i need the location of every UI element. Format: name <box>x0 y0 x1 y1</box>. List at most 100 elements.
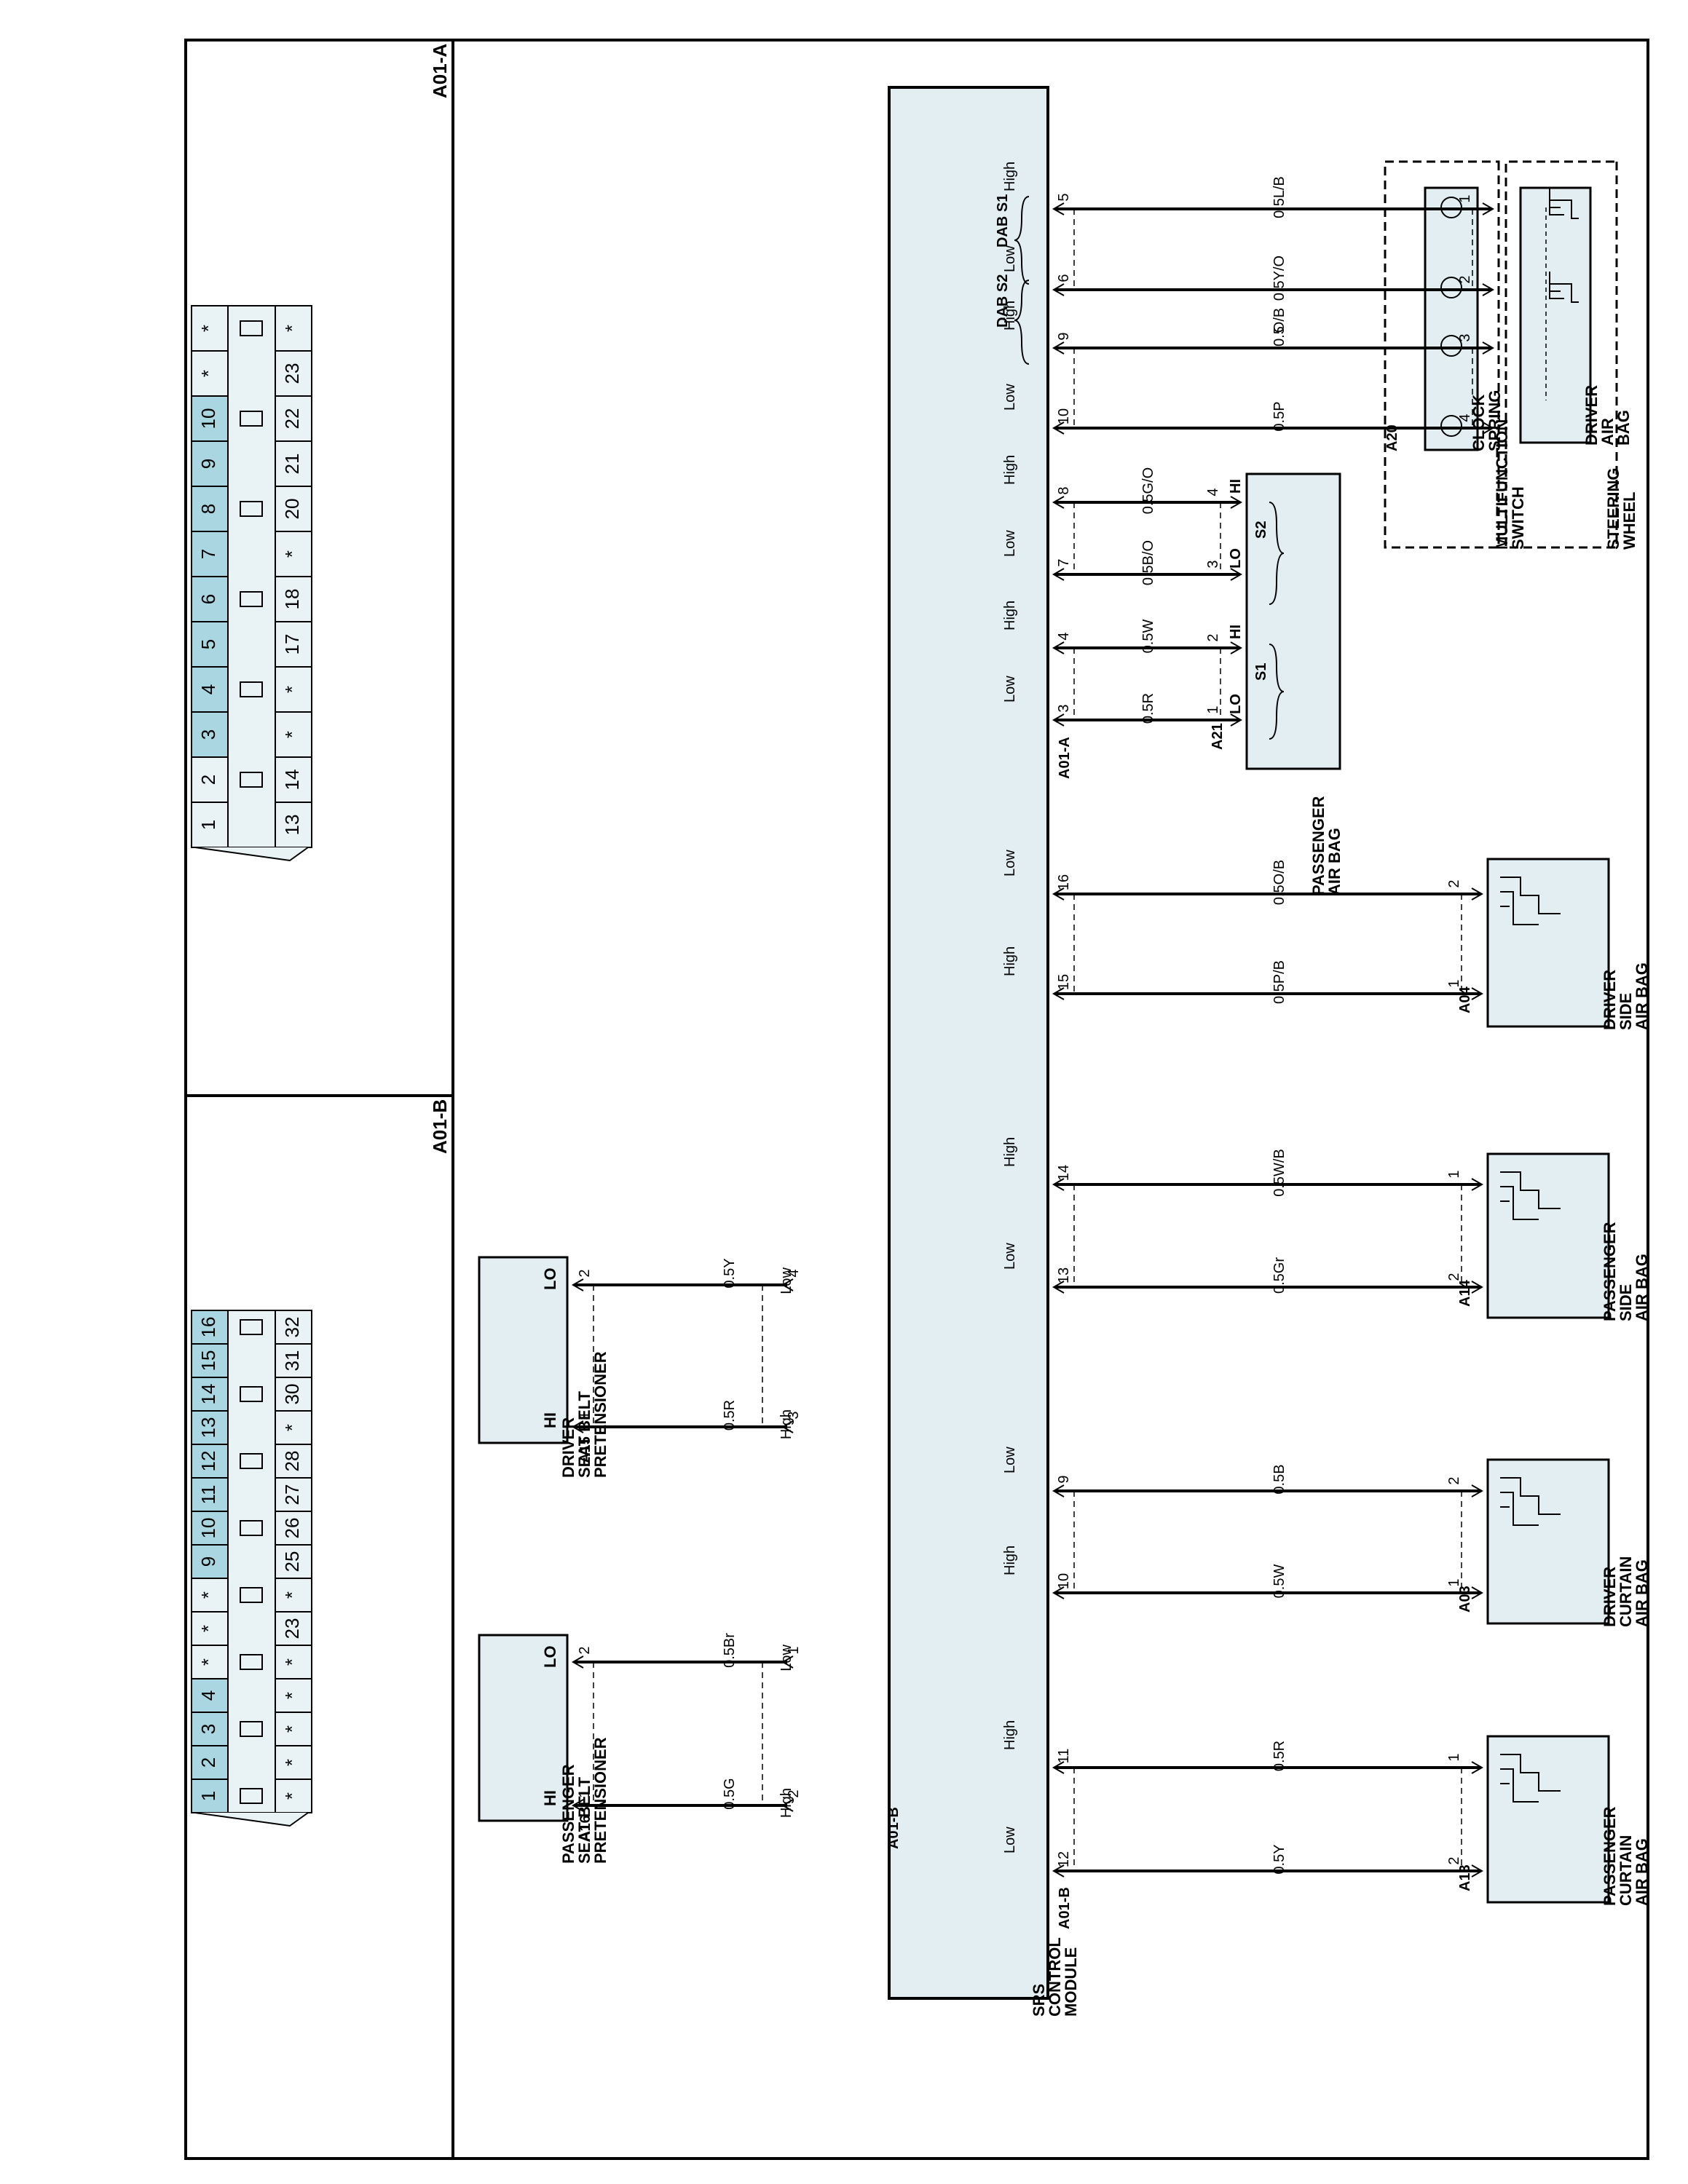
clock-spring-coil-3 <box>1440 335 1462 357</box>
signal-pab_2: High <box>1002 601 1018 630</box>
clock-spring-coil-2 <box>1440 277 1462 298</box>
module-terminal-a20_1 <box>1052 202 1065 215</box>
comp-pin-dcab_1: 1 <box>1446 1578 1462 1586</box>
s2-brace <box>1269 502 1285 605</box>
passenger-pretensioner: LO HI PASSENGER SEAT BELT PRETENSIONER A… <box>478 1634 610 1864</box>
comp-pin-psab_2: 2 <box>1446 1273 1462 1281</box>
a01b-bottom-pin-label-2: 30 <box>281 1384 303 1405</box>
term-pab_2: HI <box>1228 625 1244 639</box>
signal-psab_2: Low <box>1002 1243 1018 1270</box>
driver-pretensioner-hi-term: HI <box>541 1412 559 1428</box>
module-terminal-dsab_2 <box>1052 887 1065 901</box>
passenger-curtain-air-bag-squib <box>1500 1754 1561 1803</box>
a01a-bottom-pin-label-2: 22 <box>281 408 303 430</box>
passenger-pretensioner-label-3: PRETENSIONER <box>591 1737 610 1864</box>
a01b-latch-0 <box>240 1319 263 1335</box>
a01a-latch-4 <box>240 501 263 517</box>
comp-terminal-dsab_1 <box>1471 987 1484 1000</box>
passenger-pretensioner-label-2: SEAT BELT <box>575 1776 593 1864</box>
signal-dcab_1: High <box>1002 1546 1018 1575</box>
connector-a03: A03 <box>1457 1586 1473 1613</box>
module-pin-a20_2: 6 <box>1056 274 1072 282</box>
module-terminal-a20_4 <box>1052 422 1065 435</box>
a01b-bottom-pin-label-3: * <box>281 1424 303 1431</box>
connector-view-a01b: A01-B 161514131211109***4321323130*28272… <box>191 1099 451 1827</box>
comp-pin-pcab_1: 1 <box>1446 1753 1462 1761</box>
clock-spring-coil-4 <box>1440 415 1462 437</box>
a01b-latch-12 <box>240 1721 263 1737</box>
multifunction-switch-outline <box>1384 160 1500 549</box>
comp-pin-pcab_2: 2 <box>1446 1856 1462 1864</box>
a01b-top-pin-label-13: 2 <box>197 1757 219 1768</box>
driver-pretensioner-label-2: SEAT BELT <box>575 1390 593 1478</box>
comp-terminal-pab_3 <box>1230 568 1243 581</box>
signal-dsab_2: Low <box>1002 850 1018 877</box>
passenger-air-bag-label-2: AIR BAG <box>1325 828 1344 895</box>
a01b-latch-2 <box>240 1386 263 1402</box>
wire-color-ppt_1: 0.5G <box>722 1778 738 1809</box>
module-terminal-pab_1 <box>1052 713 1065 727</box>
outer-border <box>184 39 1649 2160</box>
frame <box>184 39 1649 2160</box>
wire-color-pcab_1: 0.5R <box>1271 1741 1287 1771</box>
wire-color-a20_3-b: O/B <box>1271 308 1287 333</box>
signal-a20_1: High <box>1002 162 1018 191</box>
signal-pab_4: High <box>1002 455 1018 485</box>
signal-a20_4: Low <box>1002 384 1018 411</box>
driver-pretensioner-body <box>478 1256 569 1444</box>
wire-color-pab_3: 0.5B/O <box>1140 540 1156 585</box>
group-s1: S1 <box>1253 663 1269 681</box>
driver-side-air-bag-squib <box>1500 877 1561 925</box>
comp-terminal-a20_2 <box>1482 283 1495 296</box>
a01a-latch-0 <box>240 320 263 336</box>
driver-curtain-air-bag-body <box>1486 1458 1610 1625</box>
comp-pin-pab_2: 2 <box>1205 633 1221 641</box>
dab-s1-brace <box>1014 196 1030 285</box>
a01b-bottom-pin-label-12: * <box>281 1725 303 1733</box>
a01b-bottom-pin-label-5: 27 <box>281 1484 303 1506</box>
a01b-key-tab <box>194 1812 309 1827</box>
srs-control-module: SRS CONTROL MODULE <box>888 86 1080 2017</box>
passenger-side-air-bag-label-2: SIDE <box>1617 1284 1635 1321</box>
module-pin-psab_1: 14 <box>1056 1165 1072 1181</box>
signal-dsab_1: High <box>1002 946 1018 976</box>
comp-terminal-pab_2 <box>1230 641 1243 654</box>
module-pin-pcab_2: 12 <box>1056 1851 1072 1867</box>
module-name-line-3: MODULE <box>1062 1947 1080 2017</box>
steering-wheel-label-2: WHEEL <box>1620 492 1638 550</box>
a01b-top-pin-label-4: 12 <box>197 1451 219 1472</box>
term-pab_3: LO <box>1228 548 1244 569</box>
driver-air-bag-squib-2 <box>1549 272 1579 303</box>
connector-a01b-upper-label: A01-B <box>1057 1887 1073 1929</box>
comp-terminal-a20_1 <box>1482 202 1495 215</box>
wire-color-pab_1: 0.5R <box>1140 693 1156 724</box>
a01a-latch-2 <box>240 411 263 427</box>
passenger-pretensioner-lo-term: LO <box>541 1645 559 1668</box>
comp-terminal-dpt_1 <box>571 1420 584 1433</box>
a01b-bottom-pin-label-13: * <box>281 1759 303 1766</box>
module-terminal-pab_2 <box>1052 641 1065 654</box>
a01a-latch-6 <box>240 591 263 607</box>
a01b-bottom-pin-label-1: 31 <box>281 1350 303 1372</box>
comp-terminal-pcab_2 <box>1471 1864 1484 1878</box>
driver-curtain-air-bag-label-3: AIR BAG <box>1633 1559 1651 1627</box>
dab-s2-brace <box>1014 280 1030 365</box>
module-terminal-dpt_2 <box>781 1278 794 1291</box>
a01b-bottom-pin-label-11: * <box>281 1692 303 1699</box>
connector-a20: A20 <box>1384 424 1400 451</box>
signal-ppt_2: Low <box>778 1644 794 1671</box>
comp-pin-dsab_1: 1 <box>1446 979 1462 987</box>
module-terminal-pcab_1 <box>1052 1761 1065 1774</box>
a01b-latch-10 <box>240 1654 263 1670</box>
a01a-top-pin-label-10: 2 <box>197 775 219 785</box>
